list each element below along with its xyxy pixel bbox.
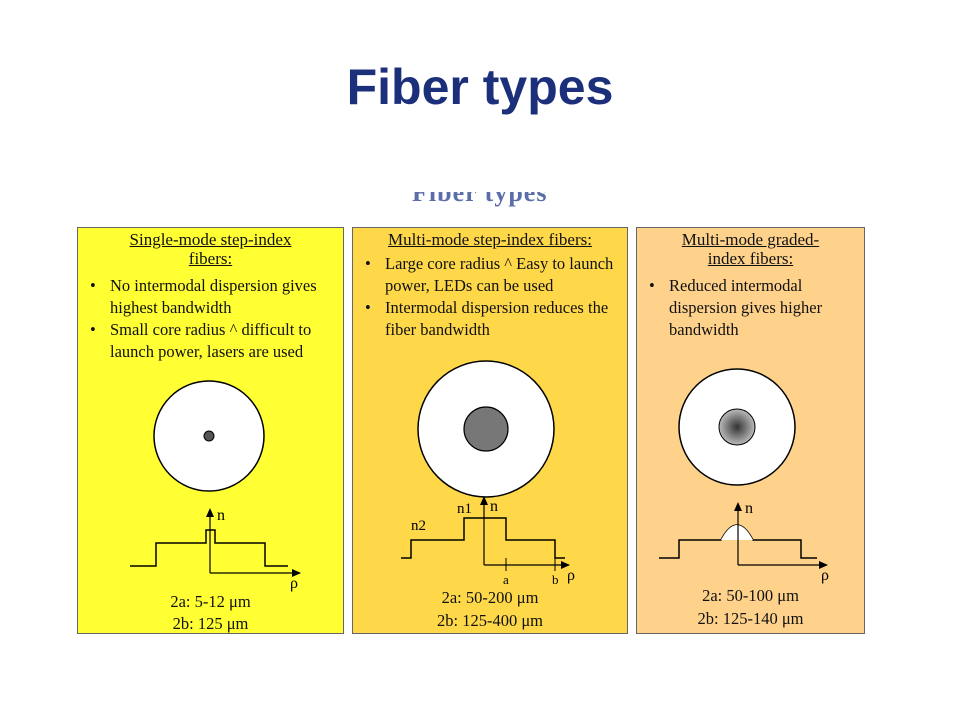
a-label: a [503, 572, 509, 587]
list-item: •Reduced intermodal dispersion gives hig… [649, 276, 823, 339]
index-profile [401, 517, 565, 559]
bullet-list: •Large core radius ^ Easy to launch powe… [363, 253, 621, 341]
core-diameter-spec: 2a: 50-100 μm [702, 586, 799, 605]
radius-axis-arrow [292, 569, 301, 577]
fiber-core [463, 406, 509, 452]
slide-title: Fiber types [346, 59, 614, 115]
cladding-diameter-spec: 2b: 125-400 μm [436, 611, 543, 630]
panel-title: Multi-mode graded- index fibers: [681, 230, 820, 268]
fiber-core [203, 430, 215, 442]
cladding-diameter-spec: 2b: 125-140 μm [697, 609, 804, 628]
panel-single-mode-step-index: Single-mode step-index fibers: •No inter… [77, 227, 344, 634]
fiber-diagram: n ρ [130, 380, 301, 592]
core-diameter-spec: 2a: 5-12 μm [170, 592, 251, 611]
fiber-core [718, 408, 756, 446]
index-label: n [490, 498, 498, 515]
index-axis-arrow [480, 496, 488, 505]
list-item: •No intermodal dispersion gives highest … [90, 276, 317, 317]
core-diameter-spec: 2a: 50-200 μm [441, 588, 539, 607]
radial-label: ρ [821, 567, 829, 584]
index-label: n [745, 500, 753, 517]
b-label: b [552, 572, 559, 587]
radius-axis-arrow [561, 561, 570, 569]
list-item: •Intermodal dispersion reduces the fiber… [365, 298, 609, 339]
bullet-list: •No intermodal dispersion gives highest … [88, 275, 337, 363]
index-axis-arrow [734, 502, 742, 511]
bullet-list: •Reduced intermodal dispersion gives hig… [647, 275, 858, 341]
panel-title: Single-mode step-index fibers: [129, 230, 292, 268]
panel-multi-mode-step-index: Multi-mode step-index fibers: •Large cor… [352, 227, 628, 634]
index-label: n [217, 507, 225, 524]
index-profile [130, 529, 288, 567]
cropped-image-heading: Fiber types [412, 192, 548, 207]
list-item: •Large core radius ^ Easy to launch powe… [365, 254, 614, 295]
radial-label: ρ [567, 567, 575, 584]
radial-label: ρ [290, 575, 298, 592]
graded-core-fill [721, 525, 753, 540]
n1-label: n1 [457, 501, 472, 517]
fiber-diagram: n ρ [659, 368, 829, 584]
cladding-diameter-spec: 2b: 125 μm [172, 614, 249, 633]
radius-axis-arrow [819, 561, 828, 569]
fiber-diagram: n n1 n2 a b ρ [401, 360, 575, 587]
panel-multi-mode-graded-index: Multi-mode graded- index fibers: •Reduce… [636, 227, 865, 634]
n2-label: n2 [411, 518, 426, 534]
index-axis-arrow [206, 508, 214, 517]
list-item: •Small core radius ^ difficult to launch… [90, 320, 312, 361]
panel-title: Multi-mode step-index fibers: [388, 230, 592, 249]
